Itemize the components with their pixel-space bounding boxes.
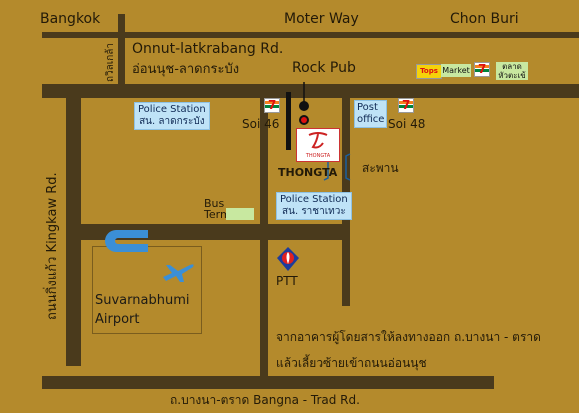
label-thongta: THONGTA: [278, 166, 338, 179]
label-chon-buri: Chon Buri: [450, 11, 519, 27]
label-moter-way: Moter Way: [284, 11, 359, 27]
post-office: Post office: [354, 100, 388, 128]
market-label: Market: [441, 64, 471, 77]
seven-eleven-icon-soi48: 7: [398, 98, 414, 113]
label-soi-46: Soi 46: [242, 117, 280, 131]
market-th-label: ตลาด หัวตะเข้: [496, 62, 528, 80]
black-marker-bar: [286, 92, 291, 150]
label-airport-2: Airport: [95, 312, 140, 327]
motorway-left-connector: [118, 14, 125, 84]
airport-terminal-icon: [105, 230, 148, 252]
label-rock-pub: Rock Pub: [292, 60, 356, 76]
seven-eleven-icon-market: 7: [474, 62, 490, 77]
motorway-road: [42, 32, 579, 38]
bangna-trad-road: [42, 376, 494, 389]
label-onnut-th: อ่อนนุช-ลาดกระบัง: [132, 62, 240, 77]
bus-terminal-marker: [226, 208, 254, 220]
label-bangna-trad: ถ.บางนา-ตราด Bangna - Trad Rd.: [170, 393, 360, 407]
kingkaw-road: [66, 96, 81, 366]
directions-line-1: จากอาคารผู้โดยสารให้ลงทางออก ถ.บางนา - ต…: [276, 330, 541, 344]
label-bridge: สะพาน: [362, 161, 399, 175]
label-airport-1: Suvarnabhumi: [95, 293, 190, 308]
thongta-logo: THONGTA: [296, 128, 340, 162]
label-bangkok: Bangkok: [40, 11, 101, 27]
airplane-icon: [163, 264, 194, 282]
police-station-rachathewa: Police Station สน. ราชาเทวะ: [276, 192, 352, 220]
onnut-road: [42, 84, 579, 98]
police-station-ladkrabang: Police Station สน. ลาดกระบัง: [134, 102, 210, 130]
label-ptt: PTT: [276, 274, 298, 288]
tops-logo: Tops: [416, 64, 442, 79]
seven-eleven-icon-soi46: 7: [264, 98, 280, 113]
label-bus: Bus: [204, 197, 225, 210]
label-soi-48: Soi 48: [388, 117, 426, 131]
label-onnut-en: Onnut-latkrabang Rd.: [132, 41, 284, 57]
ptt-logo-icon: [277, 247, 299, 271]
label-small-road-th: ถวิลเกล้า: [105, 42, 116, 82]
label-kingkaw-road: ถนนกิ่งแก้ว Kingkaw Rd.: [45, 172, 60, 320]
thongta-logo-icon: [308, 132, 328, 149]
rock-pub-marker-icon: [299, 82, 309, 125]
directions-line-2: แล้วเลี้ยวซ้ายเข้าถนนอ่อนนุช: [276, 356, 427, 370]
thongta-street: [260, 96, 268, 386]
